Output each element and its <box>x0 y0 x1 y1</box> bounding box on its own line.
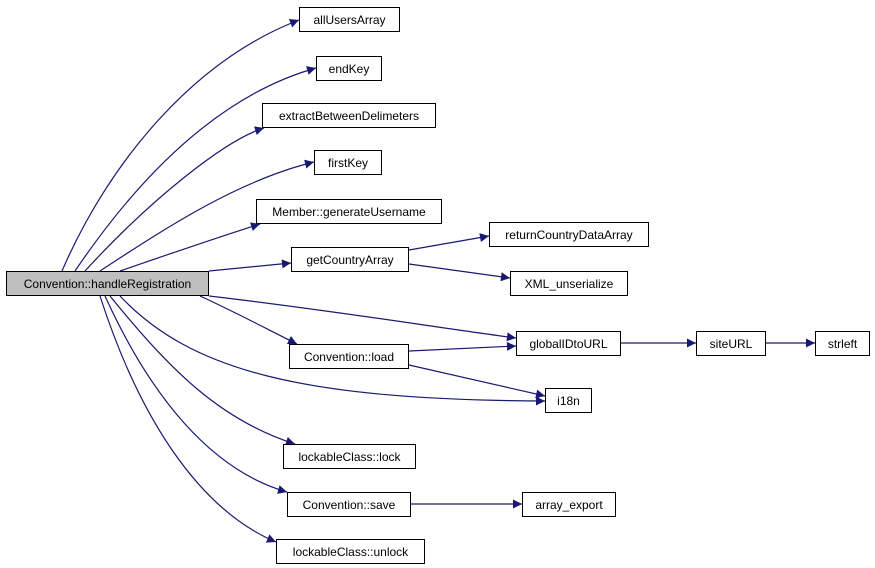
node-lockableclass-lock[interactable]: lockableClass::lock <box>283 444 416 469</box>
node-array-export[interactable]: array_export <box>522 492 616 517</box>
node-getcountryarray[interactable]: getCountryArray <box>291 247 409 272</box>
edge-load-to-i18n <box>408 364 546 399</box>
edge-root-to-i18n <box>119 295 546 406</box>
node-endkey[interactable]: endKey <box>316 56 382 81</box>
edge-root-to-extractbetweendelimeters <box>84 126 265 272</box>
edge-root-to-lock <box>109 295 296 446</box>
node-siteurl[interactable]: siteURL <box>696 331 766 356</box>
node-strleft[interactable]: strleft <box>815 331 870 356</box>
node-convention-save[interactable]: Convention::save <box>287 492 411 517</box>
node-returncountrydataarray[interactable]: returnCountryDataArray <box>489 222 649 247</box>
node-convention-load[interactable]: Convention::load <box>289 344 409 369</box>
edge-root-to-endkey <box>74 66 317 272</box>
node-lockableclass-unlock[interactable]: lockableClass::unlock <box>276 539 425 564</box>
edge-root-to-firstkey <box>99 159 315 272</box>
edge-getcountryarray-to-xml-unserialize <box>408 263 511 282</box>
edge-root-to-allusersarray <box>61 19 300 272</box>
edge-load-to-globalidtourl <box>408 341 517 352</box>
edge-root-to-generateusername <box>119 222 261 272</box>
edge-root-to-save <box>104 295 288 494</box>
node-globalidtourl[interactable]: globalIDtoURL <box>516 331 621 356</box>
edge-root-to-getcountryarray <box>208 259 292 272</box>
edge-root-to-unlock <box>99 295 277 543</box>
node-convention-handleregistration: Convention::handleRegistration <box>6 271 209 296</box>
node-xml-unserialize[interactable]: XML_unserialize <box>510 271 628 296</box>
node-extractbetweendelimeters[interactable]: extractBetweenDelimeters <box>262 103 436 128</box>
node-i18n[interactable]: i18n <box>545 388 592 413</box>
node-allusersarray[interactable]: allUsersArray <box>299 7 400 32</box>
edge-root-to-load <box>199 295 298 345</box>
node-member-generateusername[interactable]: Member::generateUsername <box>256 199 442 224</box>
node-firstkey[interactable]: firstKey <box>314 150 382 175</box>
edge-root-to-globalidtourl <box>208 295 517 342</box>
edge-getcountryarray-to-returncountrydataarray <box>408 233 490 251</box>
